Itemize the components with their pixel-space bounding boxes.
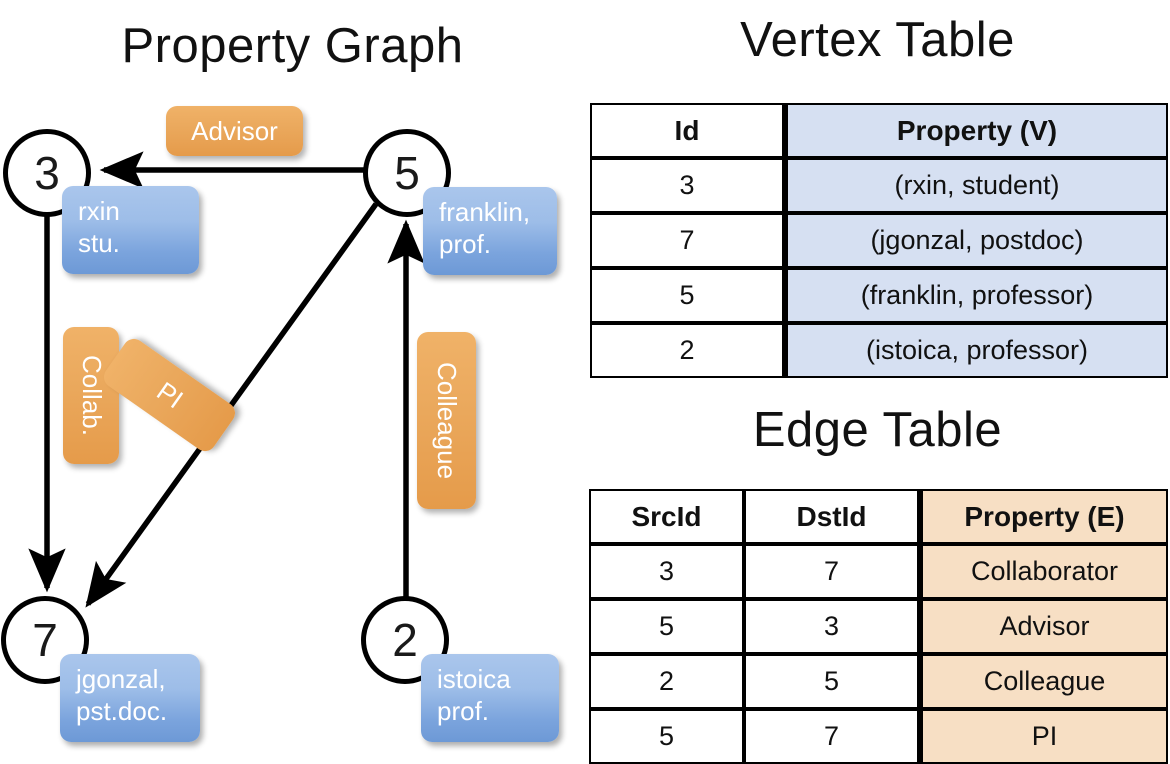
vertex-property-box-2: istoica prof. [421,654,559,742]
table-row[interactable]: 2 5 Colleague [589,654,1168,709]
edge-table-header-dstid: DstId [744,489,919,544]
table-row[interactable]: 5 (franklin, professor) [590,268,1168,323]
edge-label-collab: Collab. [63,327,119,464]
vertex-property-box-3-line2: stu. [78,227,120,258]
graph-node-3-label: 3 [34,147,60,199]
edge-table-header-srcid: SrcId [589,489,744,544]
vertex-property-box-5: franklin, prof. [423,187,557,275]
table-row[interactable]: 3 (rxin, student) [590,158,1168,213]
edge-row-0-property: Collaborator [919,544,1168,599]
edge-row-1-property: Advisor [919,599,1168,654]
vertex-table-title: Vertex Table [740,13,1015,67]
edge-label-advisor: Advisor [166,106,303,156]
vertex-row-1-id: 7 [590,213,784,268]
vertex-row-2-id: 5 [590,268,784,323]
vertex-property-box-7: jgonzal, pst.doc. [60,654,200,742]
vertex-row-1-property: (jgonzal, postdoc) [784,213,1168,268]
property-graph-panel: 3 5 7 2 rxin stu. franklin, prof. jgonza… [0,0,585,760]
vertex-table-header-id: Id [590,103,784,158]
vertex-property-box-2-line2: prof. [437,695,490,726]
vertex-property-box-3-line1: rxin [78,196,120,226]
vertex-table: Id Property (V) 3 (rxin, student) 7 (jgo… [590,103,1168,378]
graph-node-5-label: 5 [394,147,420,199]
table-row[interactable]: 5 3 Advisor [589,599,1168,654]
edge-row-2-src: 2 [589,654,744,709]
edge-label-collab-text: Collab. [76,355,107,436]
edge-row-3-dst: 7 [744,709,919,764]
edge-row-1-dst: 3 [744,599,919,654]
edge-row-0-src: 3 [589,544,744,599]
table-row[interactable]: 3 7 Collaborator [589,544,1168,599]
edge-row-2-dst: 5 [744,654,919,709]
edge-row-3-property: PI [919,709,1168,764]
edge-label-pi-text: PI [151,375,189,414]
vertex-table-header-property: Property (V) [784,103,1168,158]
vertex-row-3-id: 2 [590,323,784,378]
table-row[interactable]: 7 (jgonzal, postdoc) [590,213,1168,268]
graph-node-7-label: 7 [32,614,58,666]
vertex-property-box-3: rxin stu. [62,186,199,274]
vertex-table-header-row: Id Property (V) [590,103,1168,158]
edge-table-header-property: Property (E) [919,489,1168,544]
table-row[interactable]: 2 (istoica, professor) [590,323,1168,378]
vertex-row-3-property: (istoica, professor) [784,323,1168,378]
edge-label-advisor-text: Advisor [191,115,278,146]
edge-5-to-7 [85,202,379,608]
vertex-row-0-id: 3 [590,158,784,213]
vertex-property-box-7-line1: jgonzal, [76,664,166,694]
edge-row-0-dst: 7 [744,544,919,599]
vertex-property-box-7-line2: pst.doc. [76,695,168,726]
edge-table: SrcId DstId Property (E) 3 7 Collaborato… [589,489,1168,764]
vertex-property-box-2-line1: istoica [437,664,511,694]
edge-label-colleague: Colleague [417,332,476,509]
graph-edges-svg [28,151,425,608]
property-graph-title: Property Graph [121,19,464,73]
graph-node-2[interactable]: 2 [361,596,449,684]
table-row[interactable]: 5 7 PI [589,709,1168,764]
edge-row-3-src: 5 [589,709,744,764]
vertex-property-box-5-line2: prof. [439,228,492,259]
edge-table-title: Edge Table [752,403,1003,457]
vertex-row-2-property: (franklin, professor) [784,268,1168,323]
edge-row-2-property: Colleague [919,654,1168,709]
graph-node-2-label: 2 [392,614,418,666]
vertex-property-box-5-line1: franklin, [439,197,531,227]
graph-node-5[interactable]: 5 [363,129,451,217]
edge-label-colleague-text: Colleague [432,361,462,480]
vertex-row-0-property: (rxin, student) [784,158,1168,213]
edge-table-header-row: SrcId DstId Property (E) [589,489,1168,544]
edge-row-1-src: 5 [589,599,744,654]
